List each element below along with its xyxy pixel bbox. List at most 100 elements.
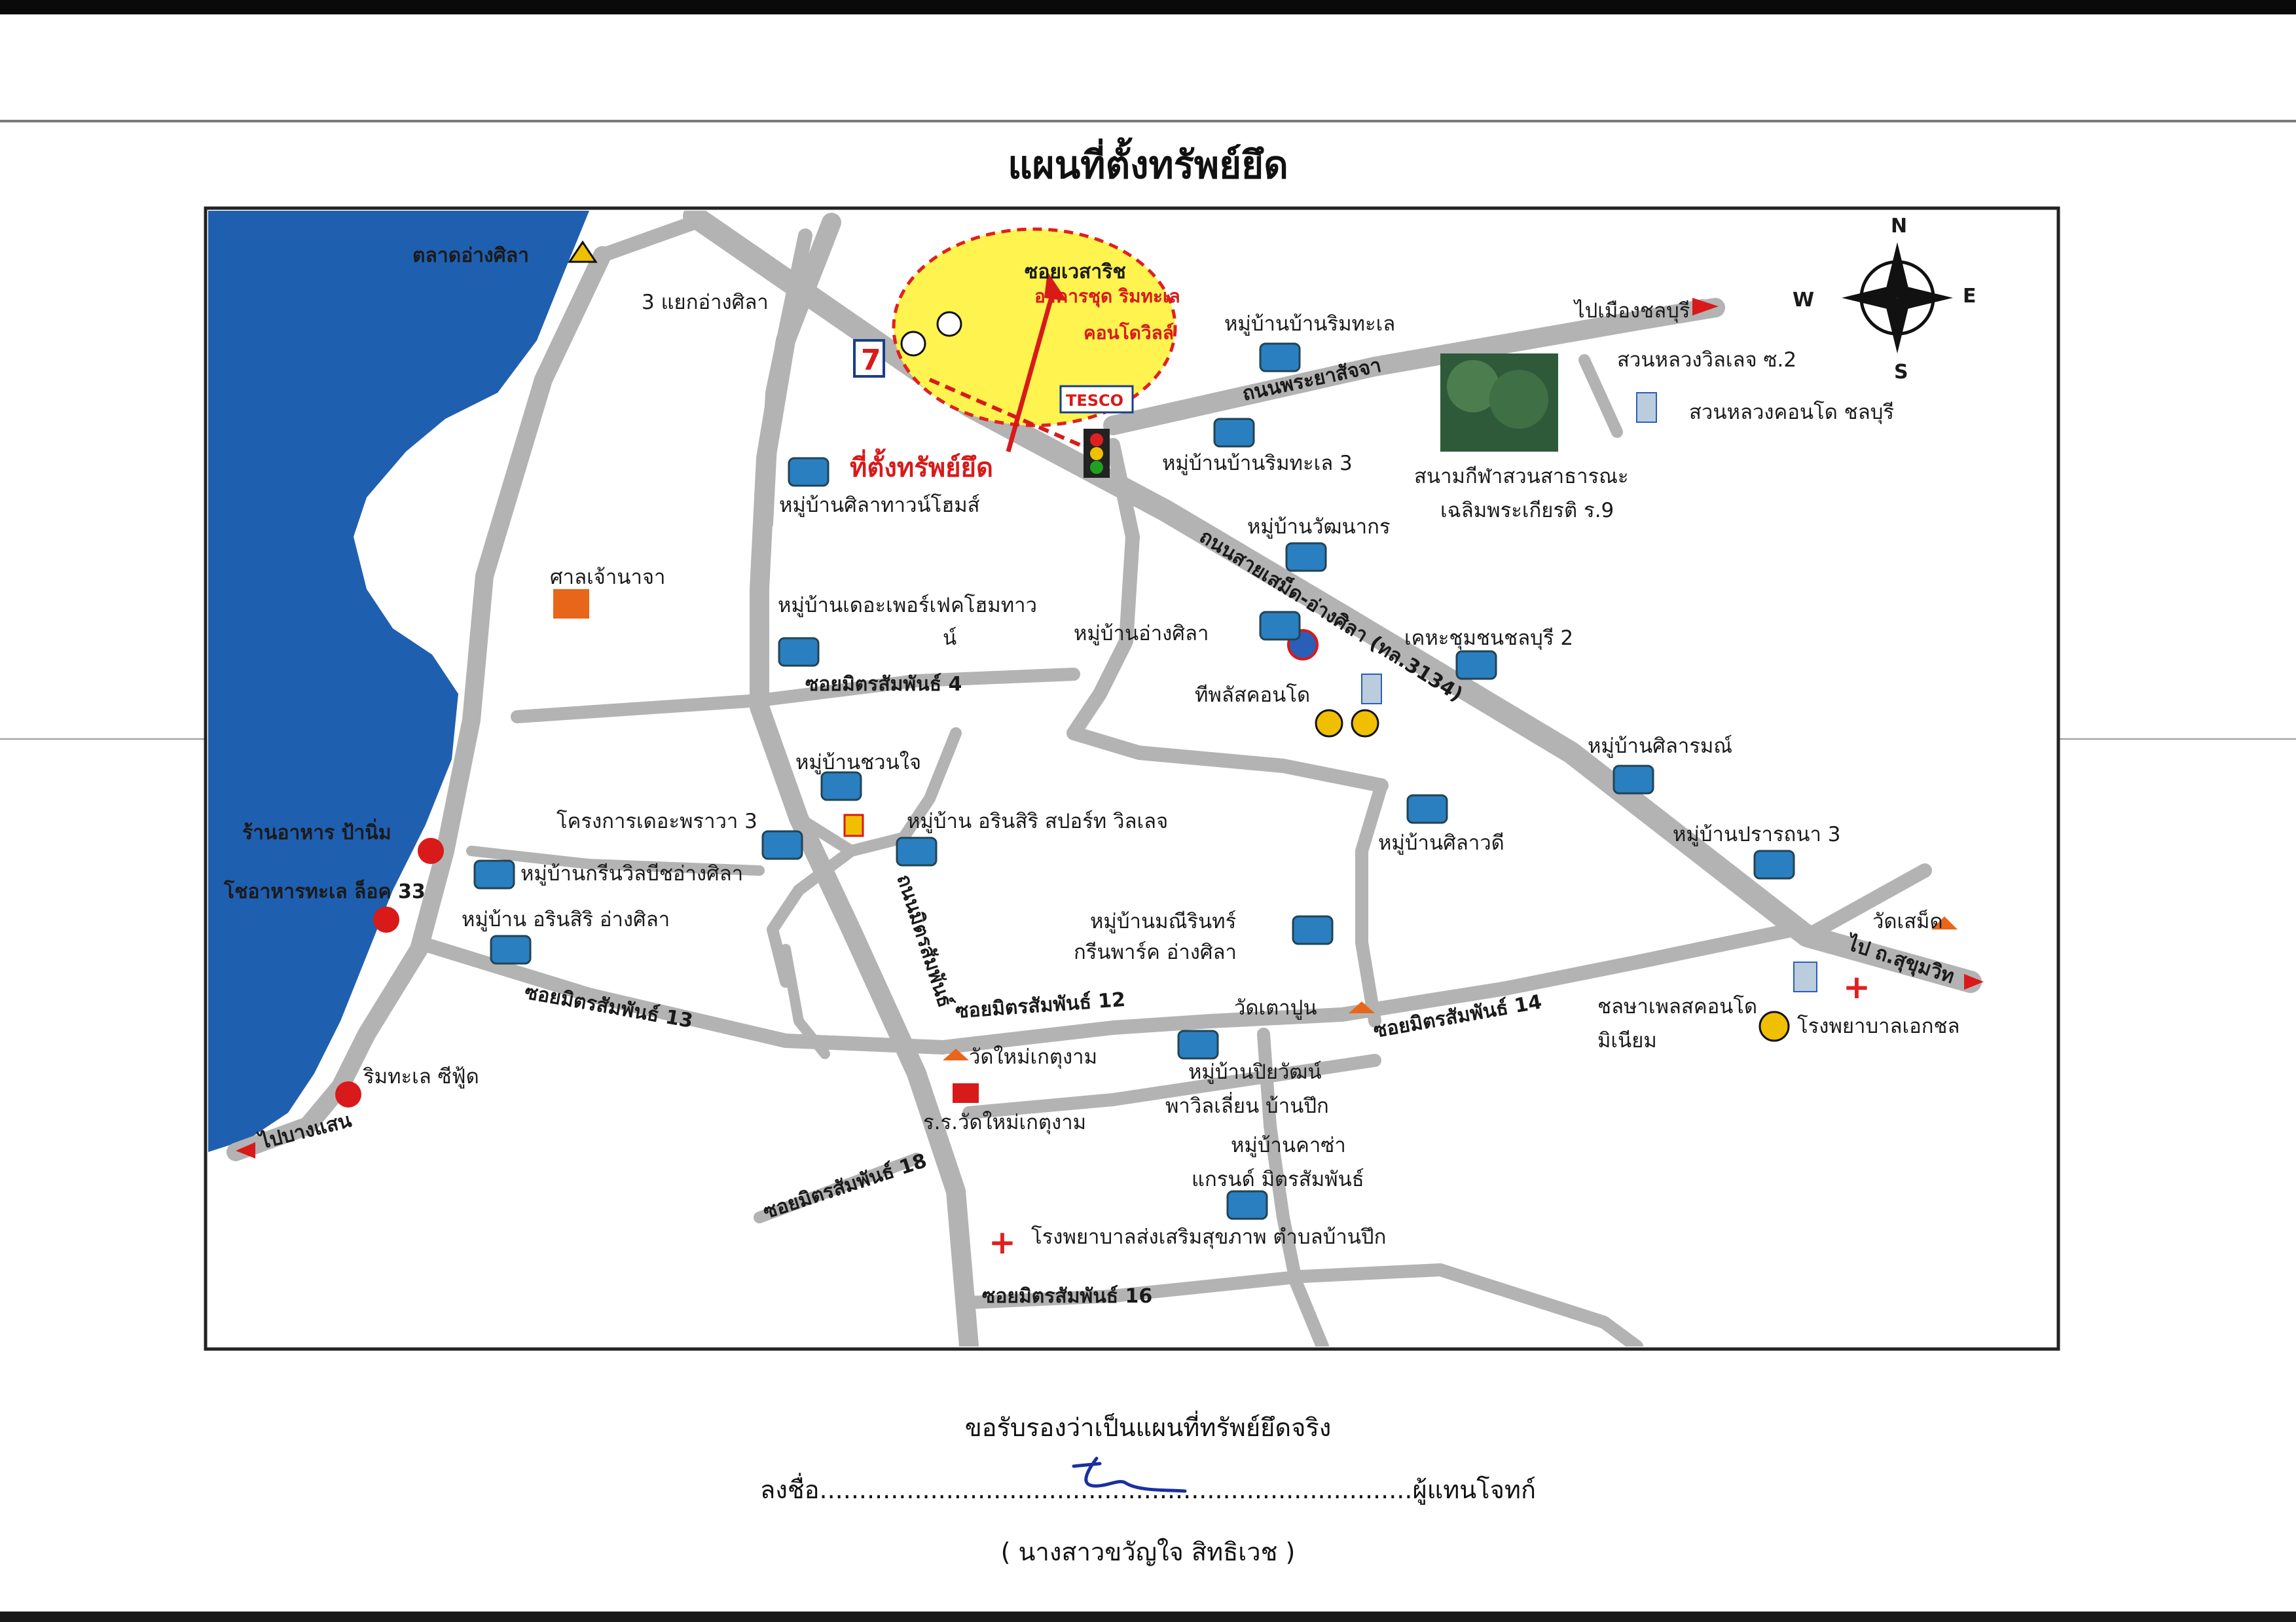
label-wattanakorn: หมู่บ้านวัฒนากร — [1247, 515, 1391, 539]
village-icon — [788, 457, 829, 487]
label-wat-mai: วัดใหม่เกตุงาม — [969, 1045, 1097, 1070]
restaurant-icon-3 — [335, 1081, 361, 1108]
handwritten-signature — [1072, 1456, 1187, 1493]
temple-icon-samed — [1931, 916, 1958, 929]
traffic-light-red-icon — [1090, 433, 1103, 446]
village-icon — [1406, 794, 1448, 824]
village-icon — [1177, 1030, 1219, 1060]
arrow-to-sukhumvit-icon — [1964, 974, 1984, 990]
scan-top-edge — [0, 0, 2296, 14]
marker-2-icon — [936, 311, 962, 337]
village-icon — [1259, 611, 1301, 641]
label-restaurant-lock33: โชอาหารทะเล ล็อค 33 — [223, 879, 426, 903]
traffic-light-yellow-icon — [1090, 447, 1103, 460]
sign-dots: ........................................… — [819, 1475, 1413, 1504]
label-orinsiri-sport: หมู่บ้าน อรินสิริ สปอร์ท วิลเลจ — [907, 810, 1168, 833]
tree-icon — [1447, 360, 1499, 412]
compass-n: N — [1891, 215, 1907, 238]
village-icon — [490, 935, 532, 965]
scan-bottom-edge — [0, 1612, 2296, 1622]
label-rimtalay-seafood: ริมทะเล ซีฟู้ด — [363, 1065, 479, 1089]
label-silatown: หมู่บ้านศิลาทาวน์โฮมส์ — [779, 494, 980, 517]
property-arrow — [1006, 287, 1057, 452]
label-private-hospital: โรงพยาบาลเอกชล — [1797, 1015, 1960, 1038]
seven-eleven-icon-2 — [843, 814, 864, 837]
label-soi-16: ซอยมิตรสัมพันธ์ 16 — [982, 1285, 1152, 1308]
label-orinsiri-angsila: หมู่บ้าน อรินสิริ อ่างศิลา — [462, 908, 670, 931]
condo-icon-tplus — [1361, 674, 1382, 704]
condo-icon-chonlada — [1793, 962, 1817, 992]
compass-rose: N S E W — [1793, 215, 1977, 384]
label-municipality-housing: เคหะชุมชนชลบุรี 2 — [1404, 626, 1573, 651]
label-suan-luang-condo: สวนหลวงคอนโด ชลบุรี — [1689, 401, 1894, 425]
tesco-icon — [1059, 385, 1134, 414]
marker-1-icon — [900, 331, 926, 357]
restaurant-icon-2 — [373, 907, 399, 933]
label-junction: 3 แยกอ่างศิลา — [642, 291, 769, 314]
label-maneerin-1: หมู่บ้านมณีรินทร์ — [1090, 910, 1236, 933]
label-piyawat: หมู่บ้านปิยวัฒน์ — [1188, 1060, 1322, 1084]
label-pavilai: พาวิลเลี่ยน บ้านปึก — [1165, 1092, 1329, 1118]
page-title: แผนที่ตั้งทรัพย์ยึด — [1008, 143, 1288, 187]
compass-e: E — [1963, 285, 1977, 308]
seven-eleven-label: 7 — [861, 344, 881, 377]
market-icon — [568, 240, 598, 263]
signer-name: ( นางสาวขวัญใจ สิทธิเวช ) — [1000, 1538, 1296, 1566]
village-icon — [1285, 542, 1327, 572]
label-shrine: ศาลเจ้านาจา — [550, 566, 665, 589]
label-property-location: ที่ตั้งทรัพย์ยึด — [850, 448, 993, 483]
label-perfect-home-1: หมู่บ้านเดอะเพอร์เฟคโฮมทาว — [778, 594, 1037, 617]
village-icon — [1213, 418, 1255, 448]
label-maneerin-2: กรีนพาร์ค อ่างศิลา — [1074, 941, 1237, 964]
condo-icon-suanluang — [1636, 392, 1657, 423]
village-icon — [473, 859, 515, 890]
label-prawana-3: หมู่บ้านปรารถนา 3 — [1673, 823, 1840, 846]
restaurant-icon-1 — [418, 838, 444, 864]
arrow-to-chonburi-icon — [1692, 298, 1719, 315]
label-school: ร.ร.วัดใหม่เกตุงาม — [923, 1111, 1086, 1135]
traffic-light-green-icon — [1090, 461, 1103, 474]
coast-land — [288, 211, 589, 1113]
label-suan-luang-village: สวนหลวงวิลเลจ ซ.2 — [1617, 348, 1796, 372]
label-the-prawa: โครงการเดอะพราวา 3 — [556, 810, 757, 833]
seven-eleven-icon — [853, 339, 885, 378]
marker-4-icon — [1351, 709, 1379, 738]
label-tplus-condo: ทีพลัสคอนโด — [1195, 683, 1310, 707]
village-icon — [820, 771, 862, 801]
hospital-cross-icon-2: + — [989, 1223, 1016, 1261]
village-icon — [1753, 850, 1795, 880]
village-icon — [761, 830, 803, 860]
sign-role: ผู้แทนโจทก์ — [1412, 1475, 1536, 1504]
hospital-cross-icon: + — [1843, 968, 1870, 1006]
label-chonlada-2: มิเนียม — [1597, 1029, 1657, 1053]
shrine-icon — [553, 589, 589, 619]
label-casa-1: หมู่บ้านคาซ่า — [1231, 1134, 1346, 1157]
label-rimtalay: หมู่บ้านบ้านริมทะเล — [1224, 312, 1395, 336]
label-wat-samed: วัดเสม็ด — [1872, 909, 1943, 933]
label-stadium-1: สนามกีฬาสวนสาธารณะ — [1414, 465, 1629, 488]
compass-w: W — [1793, 289, 1814, 312]
school-icon — [953, 1083, 979, 1103]
label-silarom: หมู่บ้านศิลารมณ์ — [1588, 734, 1732, 758]
label-wat-taopoon: วัดเตาปูน — [1234, 996, 1317, 1020]
village-icon — [1226, 1190, 1268, 1220]
label-to-chonburi: ไปเมืองชลบุรี — [1573, 299, 1690, 323]
temple-icon-taopoon — [1349, 1001, 1375, 1013]
arrow-to-bangsaen-icon — [236, 1142, 255, 1159]
label-restaurant-panim: ร้านอาหาร ป้านิ่ม — [242, 818, 392, 844]
village-icon — [1259, 342, 1301, 372]
label-chuanjai: หมู่บ้านชวนใจ — [795, 751, 921, 774]
label-soi-4: ซอยมิตรสัมพันธ์ 4 — [805, 673, 962, 696]
property-arrow-head — [1044, 272, 1067, 301]
label-property-name-1: อาคารชุด ริมทะเล — [1034, 285, 1180, 308]
signature-line: ลงชื่อ..................................… — [0, 1469, 2296, 1509]
compass-s: S — [1894, 361, 1908, 384]
sign-prefix: ลงชื่อ — [760, 1475, 820, 1504]
property-area-circle — [892, 227, 1177, 427]
property-route — [928, 378, 1082, 447]
temple-icon-mai — [943, 1049, 969, 1060]
marker-3-icon — [1315, 709, 1343, 738]
label-casa-2: แกรนด์ มิตรสัมพันธ์ — [1192, 1168, 1364, 1191]
marker-5-icon — [1758, 1011, 1790, 1042]
certify-text: ขอรับรองว่าเป็นแผนที่ทรัพย์ยึดจริง — [964, 1413, 1332, 1442]
